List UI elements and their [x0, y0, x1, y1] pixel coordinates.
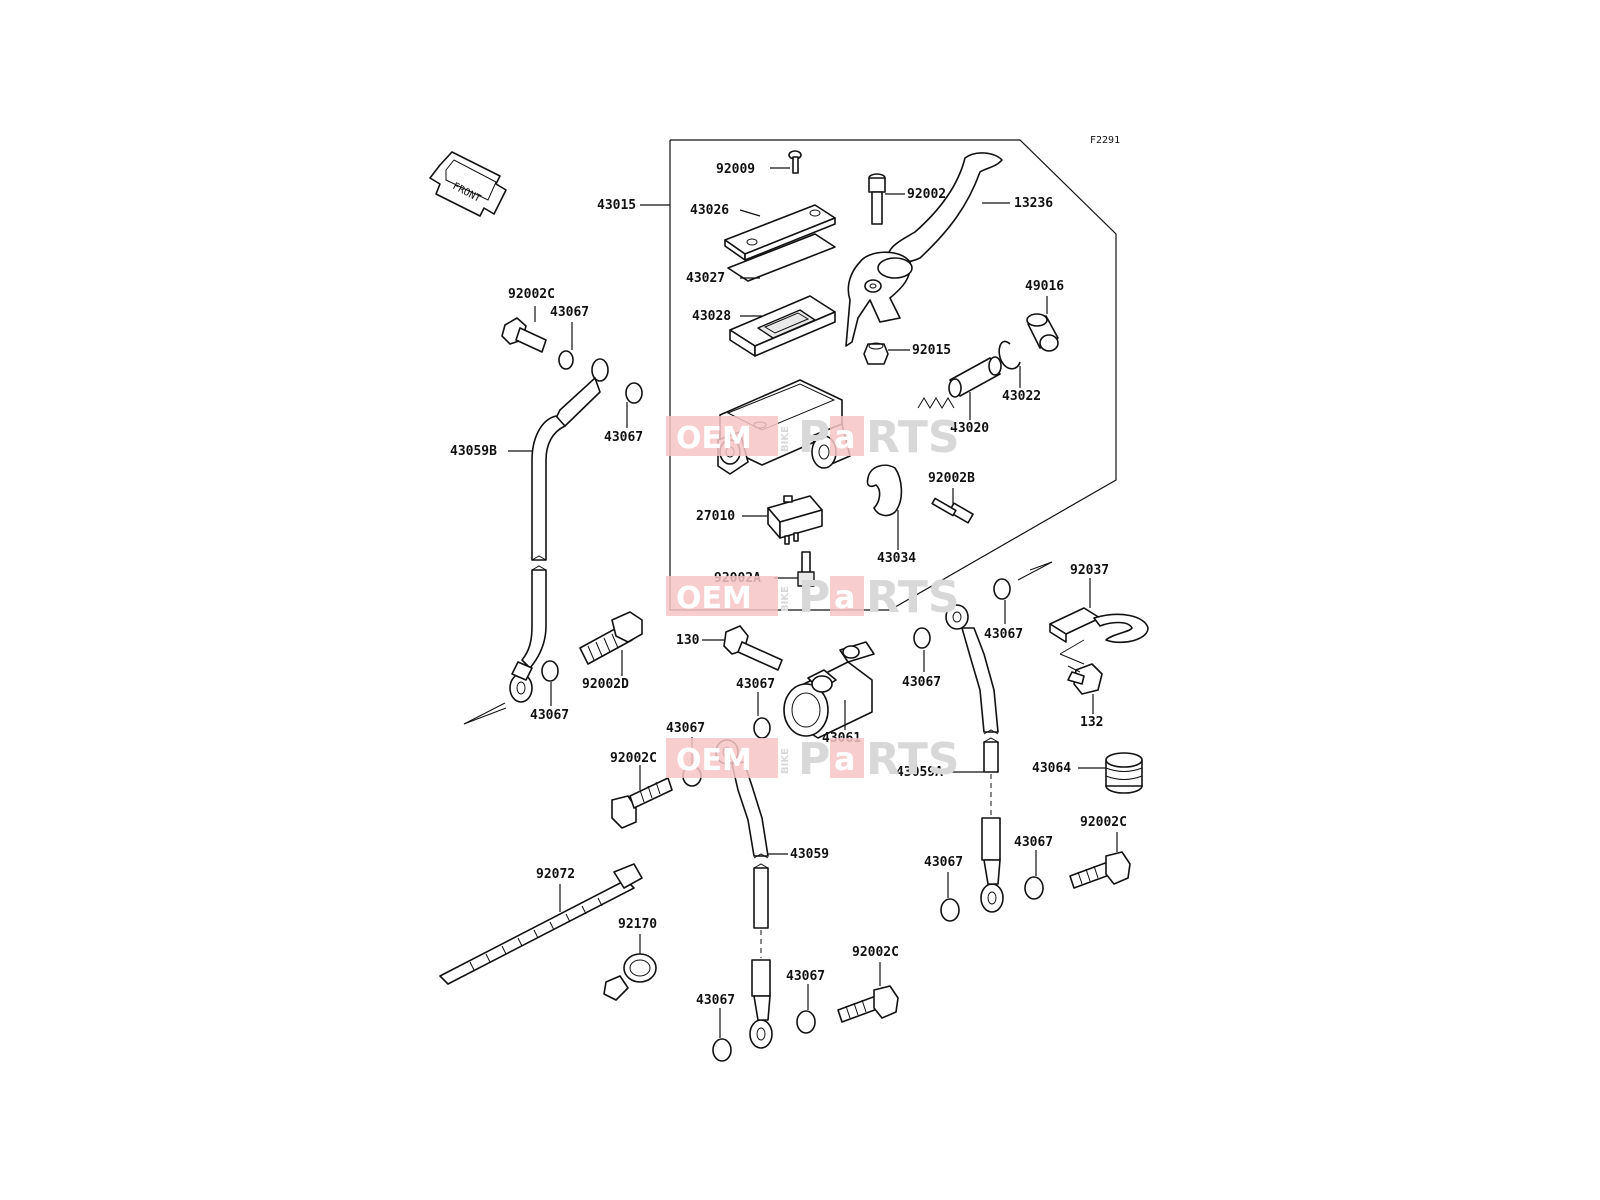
banjo-bolt-92002C-top-part [501, 317, 547, 353]
label-27010: 27010 [696, 509, 735, 524]
pivot-bolt-92002-part [868, 173, 886, 225]
figure-code: F2291 [1090, 135, 1120, 146]
washer-43067-c-part [541, 660, 559, 682]
label-92002-top: 92002 [907, 187, 946, 202]
svg-text:BIKE: BIKE [780, 748, 791, 774]
label-92170: 92170 [618, 917, 657, 932]
banjo-bolt-92002C-mid-part [611, 777, 673, 829]
svg-text:RTS: RTS [866, 412, 960, 463]
svg-text:RTS: RTS [866, 572, 960, 623]
label-13236: 13236 [1014, 196, 1053, 211]
label-49016: 49016 [1025, 279, 1064, 294]
washer-43067-f-part [993, 578, 1011, 600]
label-43026: 43026 [690, 203, 729, 218]
svg-text:a: a [834, 418, 856, 456]
svg-text:OEM: OEM [676, 421, 752, 456]
bolt-92002B-part [931, 497, 974, 524]
svg-text:OEM: OEM [676, 581, 752, 616]
clamp-holder-43034-part [866, 464, 903, 517]
label-43028: 43028 [692, 309, 731, 324]
banjo-bolt-92002C-bottom-part [837, 985, 899, 1023]
label-43059A: 43059A [896, 765, 943, 780]
diaphragm-plate-43027-part [727, 233, 836, 282]
svg-text:RTS: RTS [866, 734, 960, 785]
washer-43067-k-part [712, 1038, 732, 1062]
circlip-43022-part [998, 340, 1021, 370]
holder-43061-part [783, 641, 875, 739]
grommet-43064-part [1105, 752, 1143, 794]
brake-hose-43059B-part [509, 358, 609, 703]
brake-hose-43059-part [715, 739, 773, 1049]
svg-text:OEM: OEM [676, 743, 752, 778]
svg-text:P: P [798, 734, 830, 785]
svg-text:P: P [798, 412, 830, 463]
label-43067-f: 43067 [984, 627, 1023, 642]
svg-text:BIKE: BIKE [780, 586, 791, 612]
label-43067-k: 43067 [696, 993, 735, 1008]
svg-text:BIKE: BIKE [780, 426, 791, 452]
screw-92009-part [788, 150, 802, 174]
label-43067-d: 43067 [736, 677, 775, 692]
bolt-132-part [1067, 663, 1103, 695]
piston-kit-43020-part [917, 356, 1002, 409]
label-43059: 43059 [790, 847, 829, 862]
svg-text:P: P [798, 572, 830, 623]
cable-tie-92072-part [439, 863, 643, 985]
washer-43067-j-part [796, 1010, 816, 1034]
label-92002C-bottom: 92002C [852, 945, 899, 960]
bolt-130-part [723, 625, 783, 671]
brake-lever-13236-part [845, 152, 1003, 347]
brake-switch-27010-part [767, 495, 823, 545]
label-43020: 43020 [950, 421, 989, 436]
svg-text:a: a [834, 578, 856, 616]
watermark-2: OEM BIKE P a RTS [666, 572, 960, 623]
label-92072: 92072 [536, 867, 575, 882]
brake-hose-43059A-part [945, 604, 1004, 913]
label-43022: 43022 [1002, 389, 1041, 404]
watermark-1: OEM BIKE P a RTS [666, 412, 960, 463]
watermark-3: OEM BIKE P a RTS [666, 734, 960, 785]
label-43064: 43064 [1032, 761, 1071, 776]
washer-43067-d-part [753, 717, 771, 739]
label-43034: 43034 [877, 551, 916, 566]
label-43067-c: 43067 [530, 708, 569, 723]
washer-43067-b-part [625, 382, 643, 404]
reservoir-cover-43026-part [724, 204, 836, 261]
label-92015: 92015 [912, 343, 951, 358]
nut-92015-part [863, 342, 889, 365]
banjo-bolt-92002C-right-part [1069, 851, 1131, 889]
label-92002D: 92002D [582, 677, 629, 692]
diaphragm-43028-part [729, 295, 836, 357]
bolt-92002D-part [579, 611, 643, 665]
svg-text:a: a [834, 740, 856, 778]
clamp-92170-part [603, 953, 657, 1001]
front-direction-arrow: FRONT [429, 151, 507, 217]
label-92002C-mid: 92002C [610, 751, 657, 766]
washer-43067-g-part [913, 627, 931, 649]
label-43067-h: 43067 [1014, 835, 1053, 850]
washer-43067-i-part [940, 898, 960, 922]
label-92037: 92037 [1070, 563, 1109, 578]
screw-92002A-part [797, 551, 815, 587]
label-43067-e: 43067 [666, 721, 705, 736]
label-43067-i: 43067 [924, 855, 963, 870]
washer-43067-h-part [1024, 876, 1044, 900]
label-92002B: 92002B [928, 471, 975, 486]
label-43027: 43027 [686, 271, 725, 286]
label-43067-a: 43067 [550, 305, 589, 320]
label-43067-j: 43067 [786, 969, 825, 984]
clamp-92037-part [1049, 607, 1149, 644]
label-43015: 43015 [597, 198, 636, 213]
washer-43067-a-part [558, 350, 574, 370]
label-92002C-top: 92002C [508, 287, 555, 302]
label-132: 132 [1080, 715, 1103, 730]
label-130: 130 [676, 633, 700, 648]
label-92009: 92009 [716, 162, 755, 177]
label-43067-b: 43067 [604, 430, 643, 445]
dust-boot-49016-part [1026, 313, 1059, 352]
label-92002C-right: 92002C [1080, 815, 1127, 830]
label-43067-g: 43067 [902, 675, 941, 690]
label-43059B: 43059B [450, 444, 497, 459]
